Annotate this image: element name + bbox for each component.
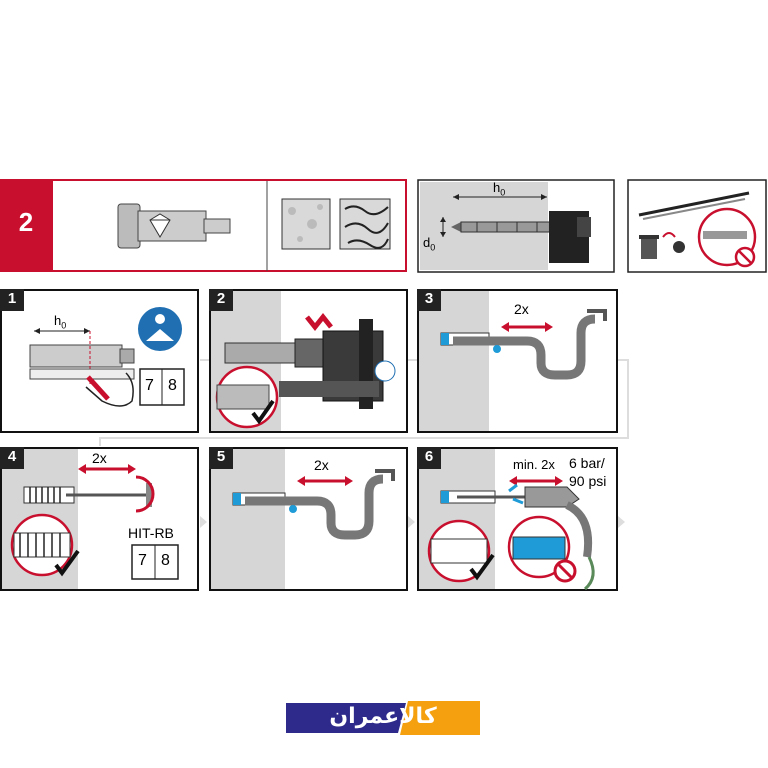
book-icon: [131, 544, 179, 580]
book-page-left: 7: [138, 552, 147, 569]
step-number: 3: [424, 290, 434, 307]
rotate-icon: [135, 475, 155, 513]
check-icon: [54, 549, 80, 577]
disposal-panel: [627, 179, 767, 273]
h0-label: h0: [54, 313, 67, 331]
check-icon: [251, 399, 275, 425]
h0-dimension-label: h0: [493, 180, 506, 198]
logo-graphic: [286, 701, 480, 735]
repeat-label: 2x: [514, 301, 529, 317]
cracked-concrete-icon: [339, 198, 391, 250]
book-page-left: 7: [145, 377, 154, 394]
repeat-label: 2x: [92, 450, 107, 466]
pressure-label-line1: 6 bar/: [569, 455, 605, 471]
step-2-panel: 2: [209, 289, 408, 433]
step-number: 6: [424, 448, 434, 465]
read-manual-icon: [138, 307, 182, 351]
book-icon: [139, 368, 185, 406]
solid-concrete-icon: [281, 198, 331, 250]
brush-label: HIT-RB: [128, 525, 174, 541]
book-page-right: 8: [168, 377, 177, 394]
repeat-label: min. 2x: [513, 457, 555, 472]
core-bit-panel: 2: [0, 179, 408, 273]
step-1-panel: 1 h0 7 8: [0, 289, 199, 433]
step-number: 4: [7, 448, 17, 465]
book-page-right: 8: [161, 552, 170, 569]
pressure-label-line2: 90 psi: [569, 473, 607, 489]
step-badge: 2: [18, 207, 34, 237]
repeat-label: 2x: [314, 457, 329, 473]
step-number: 1: [7, 290, 17, 307]
trash-bin-icon: [639, 235, 659, 259]
logo-text: کالاعمران: [329, 703, 437, 728]
step-number: 5: [216, 448, 226, 465]
step-3-panel: 3 2x: [417, 289, 618, 433]
diamond-core-bit-icon: [117, 203, 231, 249]
anchor-dimension-panel: h0 d0: [417, 179, 615, 273]
step-4-panel: 4 2x HIT-RB 7 8: [0, 447, 199, 591]
step-number: 2: [216, 290, 226, 307]
hammer-mode-icon: [305, 312, 333, 332]
step-5-panel: 5 2x: [209, 447, 408, 591]
check-icon: [469, 553, 495, 581]
brand-logo: کالاعمران: [286, 697, 480, 739]
step-6-panel: 6 min. 2x 6 bar/ 90 psi: [417, 447, 618, 591]
d0-dimension-label: d0: [423, 235, 436, 253]
recycle-icon: [673, 241, 685, 253]
